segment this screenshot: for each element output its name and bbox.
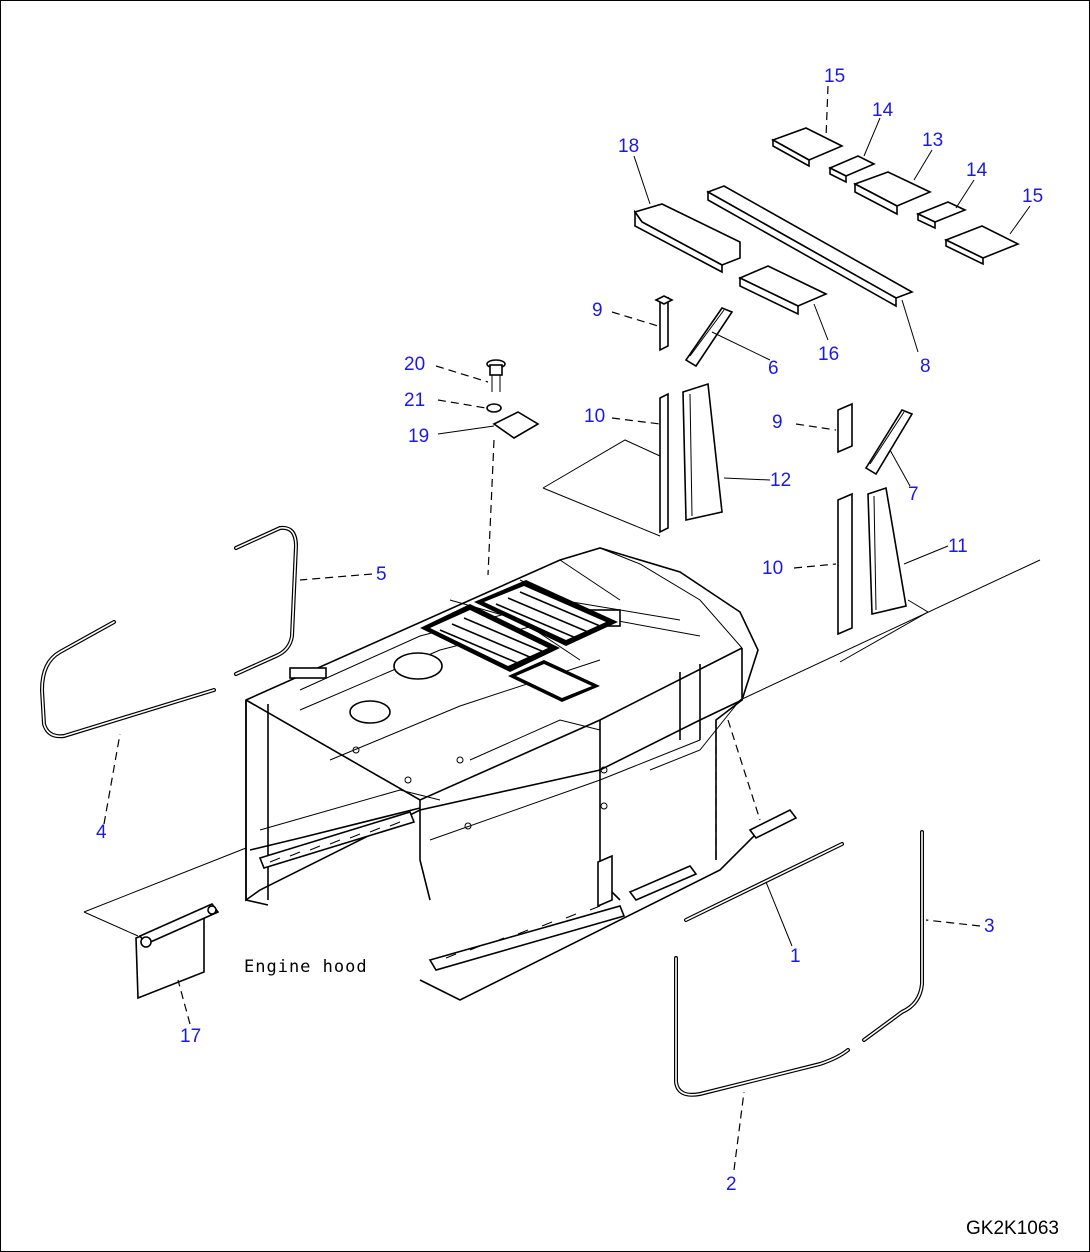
grille-left: [420, 604, 560, 672]
side-brace-right: [428, 905, 626, 971]
pad-16: [738, 265, 828, 316]
washer-21: [486, 403, 502, 413]
bolt-20: [486, 359, 506, 392]
bracket-10-upper: [659, 392, 669, 534]
bracket-6: [684, 307, 734, 368]
callout-15-top: 15: [824, 66, 845, 87]
plate-12: [682, 382, 723, 521]
bracket-10-lower: [837, 492, 853, 636]
callout-15-lower: 15: [1022, 186, 1043, 207]
callouts: 15 14 13 14 15 18 9 16 6 8 20 21 19 10 9…: [96, 66, 1043, 1195]
bracket-7: [864, 409, 914, 476]
seal-2: [674, 956, 850, 1097]
pad-14-lower: [915, 201, 968, 230]
callout-21: 21: [404, 390, 425, 411]
grille-right: [474, 580, 618, 646]
pad-15-top: [771, 127, 844, 168]
engine-hood-label: Engine hood: [244, 957, 368, 977]
callout-14-top: 14: [872, 100, 894, 121]
callout-19: 19: [408, 426, 429, 447]
callout-9-right: 9: [772, 412, 783, 433]
callout-13: 13: [922, 130, 943, 151]
pad-13: [853, 171, 932, 216]
side-brace-left: [258, 811, 416, 869]
callout-3: 3: [984, 916, 995, 937]
callout-4: 4: [96, 822, 107, 843]
seal-1: [684, 842, 844, 922]
callout-16: 16: [818, 344, 839, 365]
callout-18: 18: [618, 136, 639, 157]
figure-code: GK2K1063: [966, 1218, 1059, 1239]
grille-lower: [508, 660, 600, 702]
pad-15-lower: [944, 225, 1020, 266]
rear-rail: [597, 808, 798, 908]
cover-19: [492, 411, 540, 439]
callout-14-lower: 14: [966, 160, 988, 181]
bracket-9-top: [654, 295, 674, 352]
bar-8: [706, 185, 914, 308]
pad-18: [633, 203, 741, 274]
seal-3: [862, 830, 924, 1042]
callout-9-top: 9: [592, 300, 603, 321]
callout-1: 1: [790, 946, 801, 967]
plate-17: [135, 903, 220, 1000]
callout-5: 5: [376, 564, 387, 585]
callout-8: 8: [920, 356, 931, 377]
callout-20: 20: [404, 354, 425, 375]
callout-7: 7: [908, 484, 919, 505]
callout-10-lower: 10: [762, 558, 783, 579]
seal-5: [234, 525, 299, 676]
callout-12: 12: [770, 470, 791, 491]
callout-2: 2: [726, 1174, 737, 1195]
bracket-9-right: [837, 402, 853, 454]
callout-6: 6: [768, 358, 779, 379]
callout-17: 17: [180, 1026, 201, 1047]
plate-11: [867, 486, 907, 616]
pad-14-top: [828, 155, 876, 184]
leader-lines: [103, 85, 1031, 1171]
callout-10-upper: 10: [584, 406, 605, 427]
callout-11: 11: [948, 536, 968, 557]
seal-4: [39, 620, 216, 739]
